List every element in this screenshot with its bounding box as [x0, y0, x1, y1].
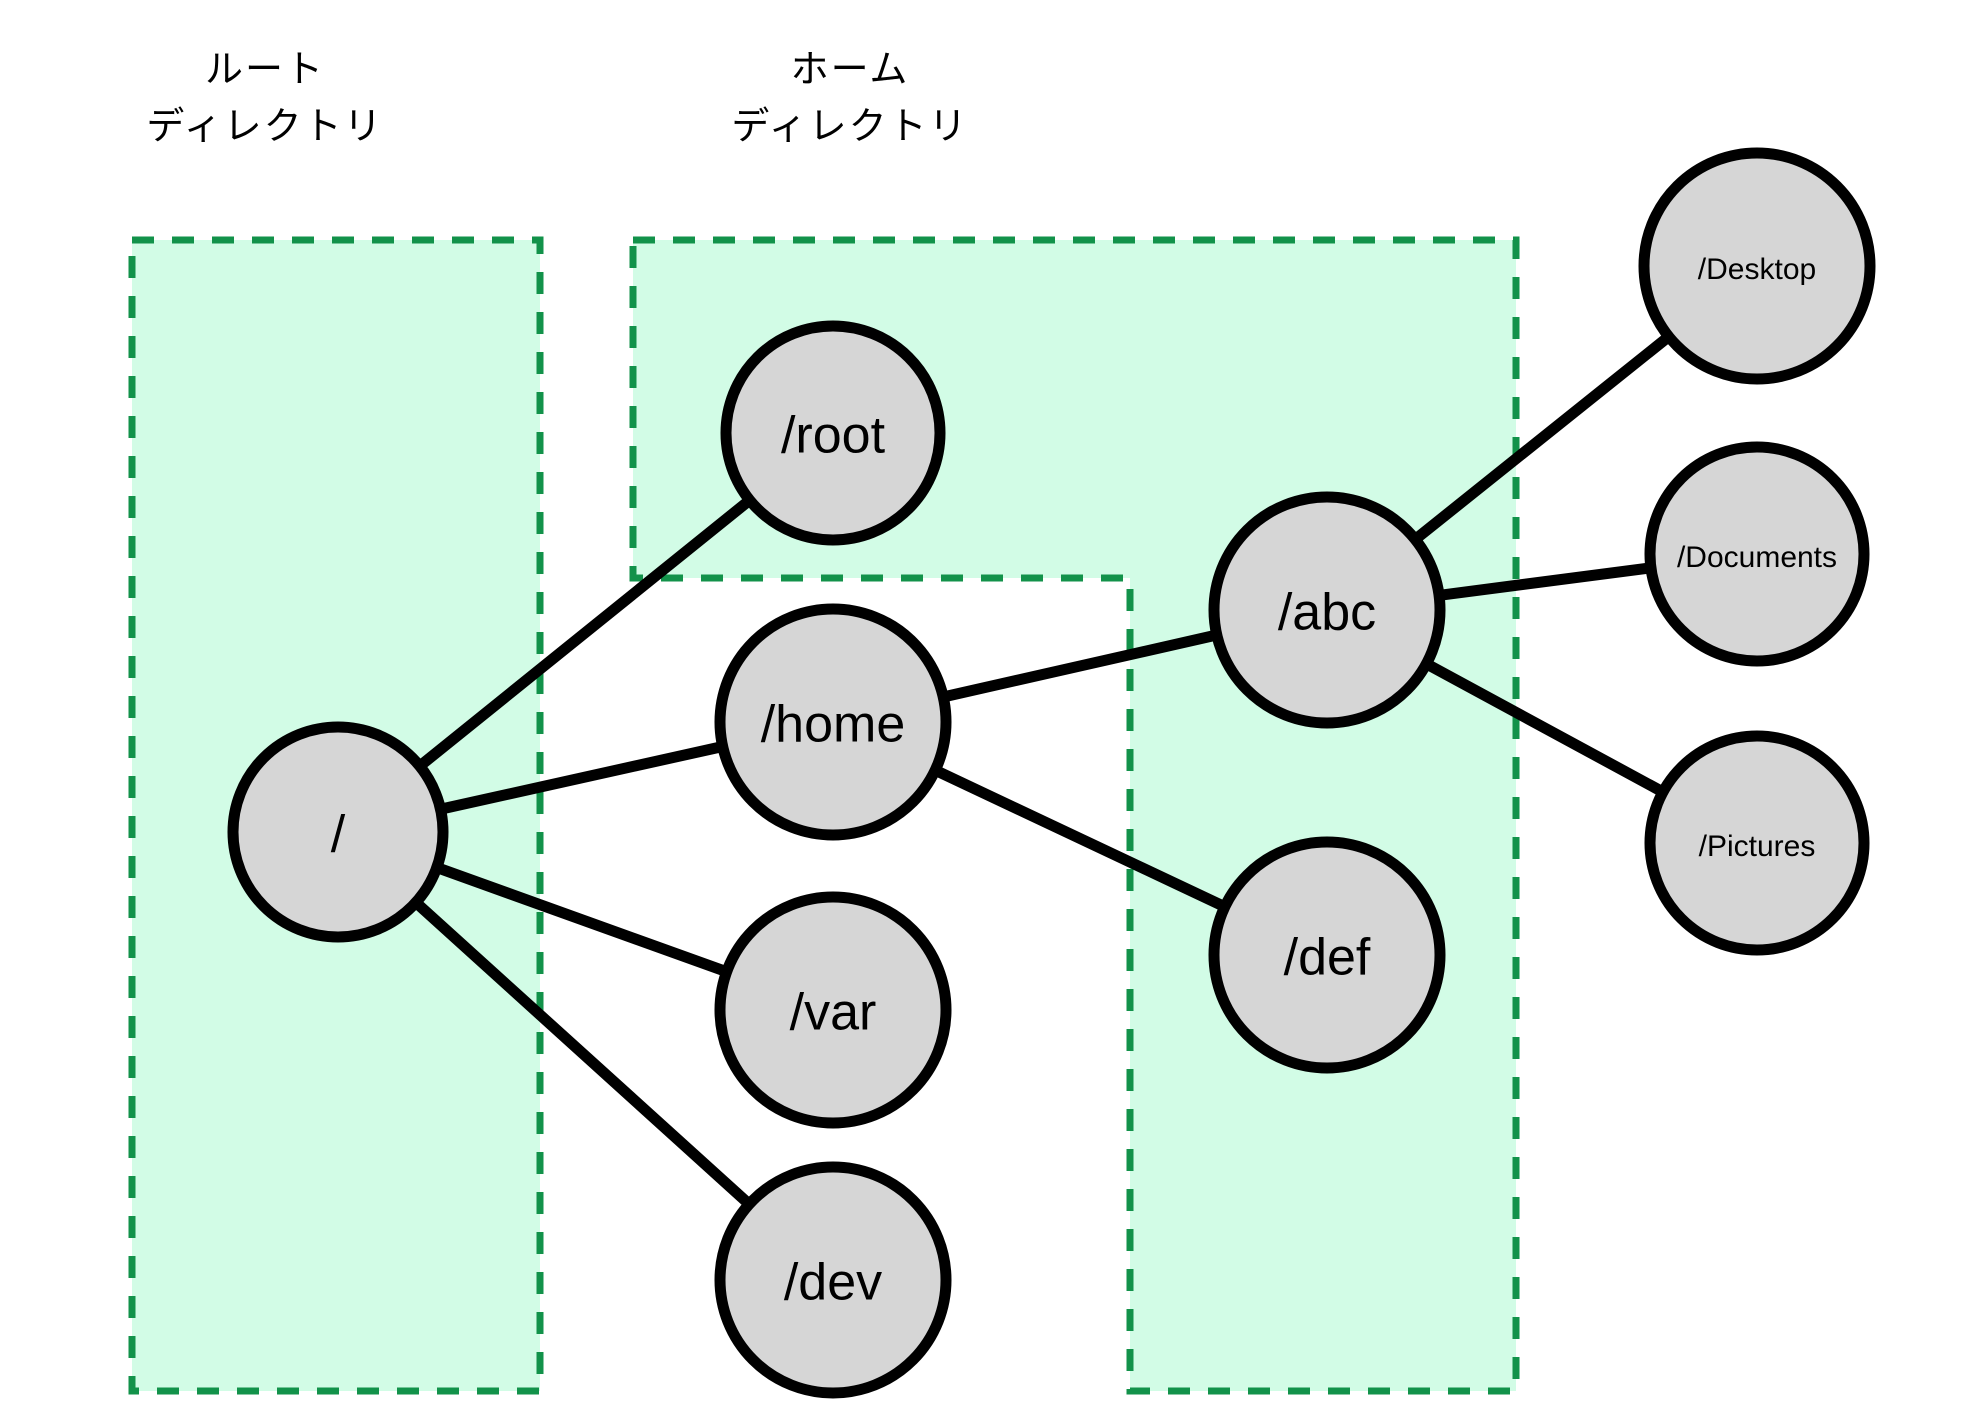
node-pictures-label: /Pictures [1699, 830, 1816, 863]
node-root-dir-circle[interactable] [720, 320, 946, 546]
node-root-dir[interactable]: /root [720, 320, 946, 546]
node-var-label: /var [790, 984, 877, 1042]
node-dev-label: /dev [784, 1254, 882, 1312]
node-desktop-circle[interactable] [1638, 147, 1876, 385]
node-def[interactable]: /def [1208, 836, 1446, 1074]
node-dev-circle[interactable] [714, 1161, 952, 1399]
node-def-circle[interactable] [1208, 836, 1446, 1074]
home-directory-caption: ホーム ディレクトリ [731, 49, 969, 148]
home-directory-region-border[interactable] [629, 236, 1520, 1395]
root-directory-region-border[interactable] [128, 236, 544, 1395]
node-documents-label: /Documents [1677, 541, 1837, 574]
node-abc[interactable]: /abc [1208, 491, 1446, 729]
node-home-circle[interactable] [714, 603, 952, 841]
node-dev[interactable]: /dev [714, 1161, 952, 1399]
node-def-label: /def [1284, 929, 1371, 987]
node-var[interactable]: /var [714, 891, 952, 1129]
root-directory-caption: ルート ディレクトリ [146, 49, 384, 148]
node-documents[interactable]: /Documents [1644, 441, 1870, 667]
node-root-circle[interactable] [227, 721, 449, 943]
node-root[interactable]: / [227, 721, 449, 943]
node-root-label: / [331, 806, 346, 864]
node-documents-circle[interactable] [1644, 441, 1870, 667]
node-var-circle[interactable] [714, 891, 952, 1129]
node-abc-label: /abc [1278, 584, 1376, 642]
node-home-label: /home [761, 696, 906, 754]
node-pictures[interactable]: /Pictures [1644, 730, 1870, 956]
node-group: / /root /home /var /dev /abc [227, 147, 1876, 1399]
node-abc-circle[interactable] [1208, 491, 1446, 729]
node-pictures-circle[interactable] [1644, 730, 1870, 956]
node-home[interactable]: /home [714, 603, 952, 841]
node-desktop-label: /Desktop [1698, 253, 1816, 286]
node-root-dir-label: /root [781, 407, 886, 465]
node-desktop[interactable]: /Desktop [1638, 147, 1876, 385]
